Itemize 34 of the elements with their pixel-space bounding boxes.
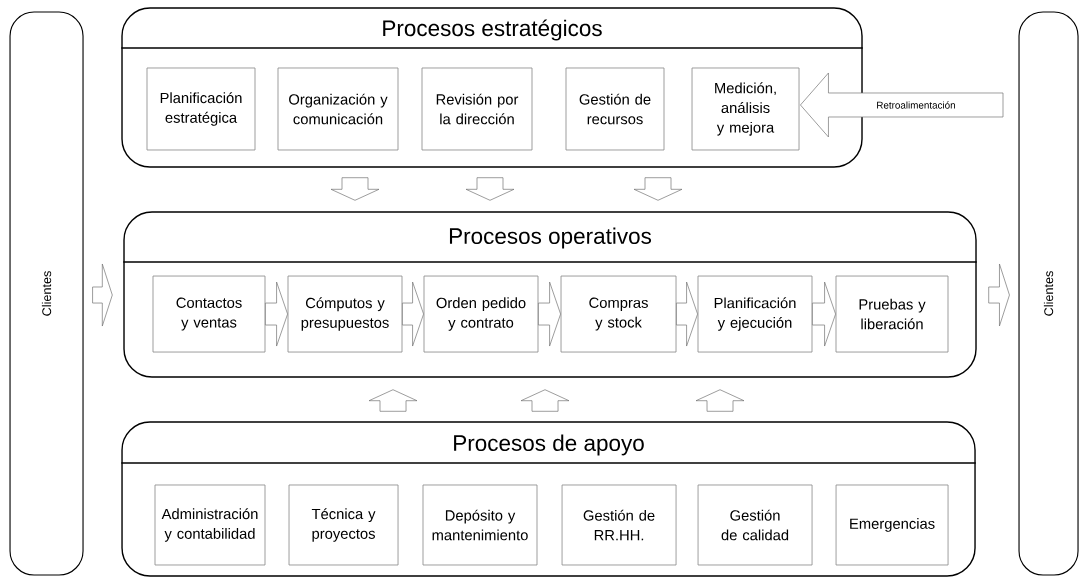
process-box: Depósito y mantenimiento bbox=[422, 484, 538, 566]
block-arrow bbox=[520, 389, 570, 412]
process-box: Pruebas y liberación bbox=[835, 275, 949, 353]
block-arrow bbox=[402, 281, 424, 347]
block-arrow bbox=[812, 281, 836, 347]
block-arrow bbox=[633, 177, 683, 201]
process-box: Cómputos y presupuestos bbox=[287, 275, 403, 353]
process-box: Gestión de calidad bbox=[697, 484, 813, 566]
process-box: Planificación estratégica bbox=[146, 67, 256, 151]
client-band: Clientes bbox=[1018, 11, 1079, 576]
block-arrow bbox=[92, 263, 113, 327]
process-box: Organización y comunicación bbox=[277, 67, 399, 151]
process-box: Administración y contabilidad bbox=[154, 484, 266, 566]
block-arrow bbox=[265, 281, 288, 347]
process-box: Técnica y proyectos bbox=[288, 484, 399, 566]
block-arrow bbox=[538, 281, 561, 347]
process-box: Medición, análisis y mejora bbox=[691, 67, 800, 151]
process-box: Gestión de recursos bbox=[565, 67, 665, 151]
block-arrow bbox=[988, 263, 1010, 327]
process-box: Gestión de RR.HH. bbox=[561, 484, 677, 566]
block-arrow bbox=[330, 177, 380, 201]
block-arrow bbox=[800, 72, 1004, 138]
block-arrow bbox=[695, 389, 745, 412]
edge-label: Retroalimentación bbox=[877, 101, 955, 109]
process-box: Emergencias bbox=[835, 484, 949, 566]
block-arrow bbox=[368, 389, 418, 412]
block-arrow bbox=[465, 177, 515, 201]
process-box: Contactos y ventas bbox=[152, 275, 266, 353]
process-box: Orden pedido y contrato bbox=[423, 275, 539, 353]
process-box: Revisión por la dirección bbox=[421, 67, 533, 151]
process-box: Planificación y ejecución bbox=[697, 275, 813, 353]
client-band: Clientes bbox=[9, 11, 84, 576]
block-arrow bbox=[676, 281, 698, 347]
process-box: Compras y stock bbox=[560, 275, 677, 353]
